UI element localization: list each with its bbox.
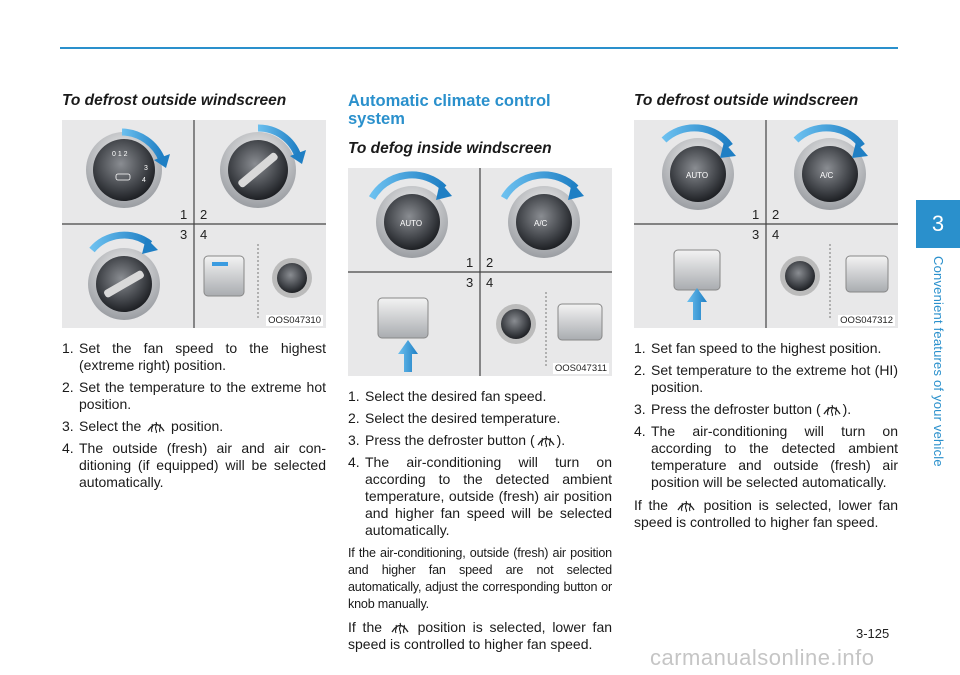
chapter-tab: 3 <box>916 200 960 248</box>
mode-knob-icon <box>88 248 160 320</box>
svg-text:A/C: A/C <box>820 171 834 180</box>
defroster-button-icon <box>377 297 429 339</box>
list-item: 4.The air-conditioning will turn on acco… <box>634 423 898 490</box>
info-paragraph: If the position is selected, lower fan s… <box>348 619 613 652</box>
watermark: carmanualsonline.info <box>650 645 875 670</box>
press-arrow-icon <box>687 288 707 320</box>
list-item: 4.The air-conditioning will turn on acco… <box>348 454 612 538</box>
list-item: 1.Select the desired fan speed. <box>348 388 547 404</box>
header-rule <box>60 47 898 49</box>
svg-text:2: 2 <box>486 255 493 270</box>
defroster-button-icon <box>673 249 721 291</box>
svg-text:2: 2 <box>200 207 207 222</box>
svg-text:4: 4 <box>142 177 146 184</box>
rotate-arrow-icon <box>121 128 166 162</box>
list-item: 1.Set the fan speed to the highest (extr… <box>62 340 326 373</box>
page-number: 3-125 <box>856 626 890 641</box>
list-item: 2.Set temperature to the extreme hot (HI… <box>634 362 898 395</box>
svg-text:3: 3 <box>180 227 187 242</box>
figure-code: OOS047310 <box>266 315 323 326</box>
section-heading: To defrost outside windscreen <box>62 92 287 109</box>
figure-code: OOS047312 <box>838 315 895 326</box>
list-item: 2.Set the temperature to the extreme hot… <box>62 379 326 412</box>
svg-text:AUTO: AUTO <box>400 219 422 228</box>
auto-knob-icon: AUTO <box>662 138 734 210</box>
auto-knob-icon: AUTO <box>376 186 448 258</box>
temperature-ac-knob-icon: A/C <box>794 138 866 210</box>
svg-text:4: 4 <box>772 227 779 242</box>
list-item: 4.The outside (fresh) air and air con­di… <box>62 440 326 490</box>
svg-text:1: 1 <box>752 207 759 222</box>
figure-auto-controls: AUTO A/C 1 2 3 4 OOS047311 <box>348 168 612 376</box>
figure-code: OOS047311 <box>552 363 609 374</box>
column-auto-defog: Automatic climate control system To defo… <box>348 92 612 653</box>
temperature-knob-icon <box>220 132 296 208</box>
svg-text:2: 2 <box>772 207 779 222</box>
svg-text:1: 1 <box>466 255 473 270</box>
steps-list: 1.Select the desired fan speed. 2.Select… <box>348 388 612 539</box>
defroster-icon <box>389 620 411 634</box>
fan-speed-knob-icon: 0 1 2 3 4 <box>86 132 162 208</box>
list-item: 3.Press the defroster button (). <box>634 401 852 417</box>
figure-manual-controls: 0 1 2 3 4 1 2 3 4 <box>62 120 326 328</box>
press-arrow-icon <box>398 340 418 372</box>
steps-list: 1.Set the fan speed to the highest (extr… <box>62 340 326 491</box>
list-item: 1.Set fan speed to the highest posi­tion… <box>634 340 882 356</box>
list-item: 3.Select the position. <box>62 418 224 434</box>
column-auto-defrost: To defrost outside windscreen AUTO A/C 1… <box>634 92 898 531</box>
temperature-ac-knob-icon: A/C <box>508 186 580 258</box>
svg-text:0 1 2: 0 1 2 <box>112 151 128 158</box>
defroster-icon <box>535 433 557 447</box>
svg-text:3: 3 <box>466 275 473 290</box>
svg-text:4: 4 <box>200 227 207 242</box>
defroster-icon <box>145 419 167 433</box>
svg-text:4: 4 <box>486 275 493 290</box>
defroster-icon <box>675 498 697 512</box>
section-heading: To defog inside windscreen <box>348 140 552 157</box>
svg-text:3: 3 <box>144 165 148 172</box>
section-title: Automatic climate control system <box>348 92 551 128</box>
steps-list: 1.Set fan speed to the highest posi­tion… <box>634 340 898 491</box>
note-paragraph: If the air-conditioning, outside (fresh)… <box>348 546 612 611</box>
svg-text:AUTO: AUTO <box>686 171 708 180</box>
column-manual-defrost: To defrost outside windscreen 0 1 2 3 4 <box>62 92 326 496</box>
svg-text:3: 3 <box>752 227 759 242</box>
chapter-title: Convenient features of your vehicle <box>931 256 946 467</box>
svg-text:1: 1 <box>180 207 187 222</box>
list-item: 2.Select the desired temperature. <box>348 410 561 426</box>
section-heading: To defrost outside windscreen <box>634 92 859 109</box>
info-paragraph: If the position is selected, lower fan s… <box>634 497 899 530</box>
svg-text:A/C: A/C <box>534 219 548 228</box>
figure-auto-defrost-controls: AUTO A/C 1 2 3 4 OOS047312 <box>634 120 898 328</box>
list-item: 3.Press the defroster button (). <box>348 432 566 448</box>
defroster-icon <box>821 402 843 416</box>
